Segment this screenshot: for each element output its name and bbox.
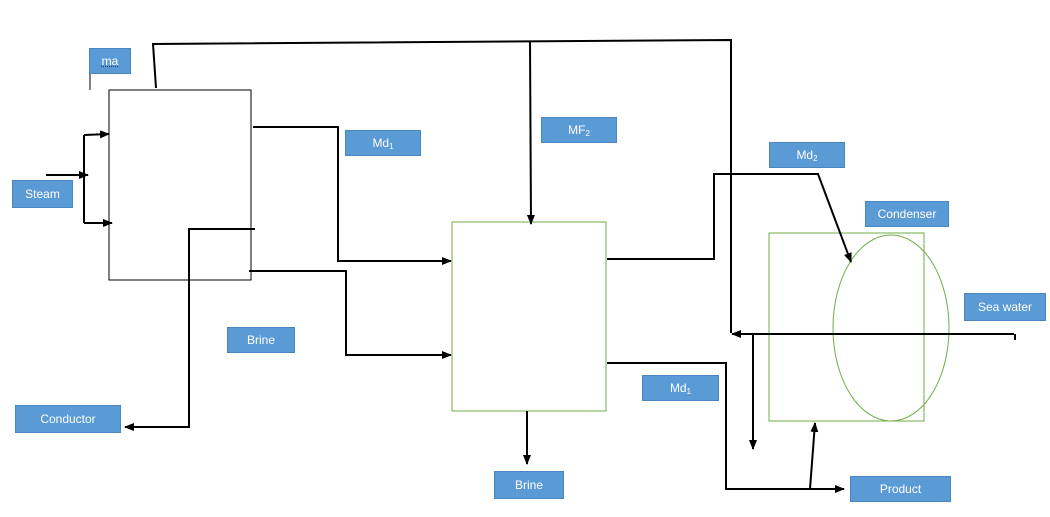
conductor-label: Conductor [15,405,121,433]
mf2-label-sub: 2 [585,128,590,138]
product-label-text: Product [879,482,922,496]
md1-top-label-text: Md [372,136,390,150]
condenser-block [768,232,925,422]
md2-label-sub: 2 [813,153,818,163]
steam-label: Steam [12,180,73,208]
ma-label: ma [89,48,131,74]
product-line [607,362,845,493]
condenser-label: Condenser [865,201,949,227]
sea-water-label: Sea water [964,293,1046,321]
conductor-label-text: Conductor [40,412,96,426]
product-label: Product [850,476,951,502]
sea-water-label-text: Sea water [977,300,1033,314]
conductor-line [124,228,255,431]
md1-bottom-label-text: Md [669,381,687,395]
md1-vapor-line [253,126,452,265]
first-effect-block [108,89,252,281]
condensate-return-line [809,422,819,490]
mf2-label-text: MF [568,123,586,137]
brine-transfer-line [249,270,452,359]
header-line [151,38,732,333]
md1-bottom-label-sub: 1 [686,386,692,396]
condenser-label-text: Condenser [877,207,937,221]
steam-upper-arrow [83,130,110,139]
brine-bottom-label-text: Brine [514,478,543,492]
mf2-feed-line [526,40,535,225]
md1-top-label-sub: 1 [389,141,394,151]
second-effect-block [451,221,607,412]
ma-label-text: ma [101,54,119,68]
steam-label-text: Steam [25,187,60,201]
condenser-coil [832,234,950,422]
md2-vapor-line [607,173,852,263]
md2-label-text: Md [796,148,814,162]
brine-left-label-text: Brine [246,333,275,347]
brine-bottom-label: Brine [494,471,564,499]
brine-left-label: Brine [227,327,295,353]
